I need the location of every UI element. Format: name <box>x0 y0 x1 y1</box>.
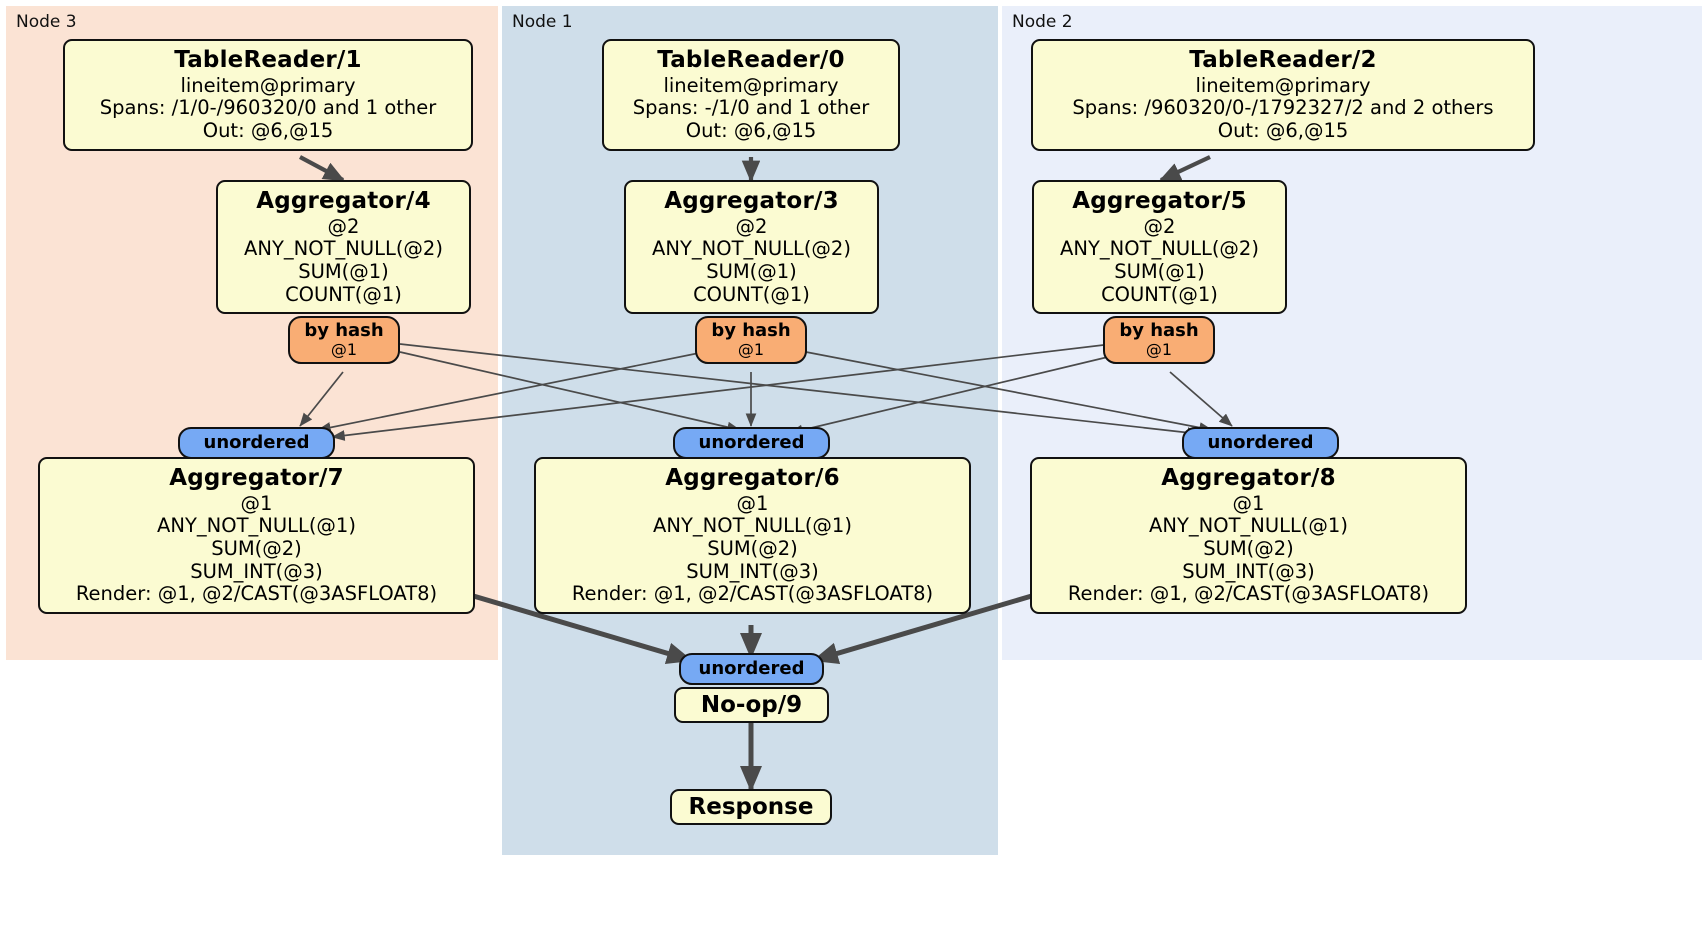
processor-title: TableReader/2 <box>1189 47 1377 73</box>
processor-spans: Spans: /960320/0-/1792327/2 and 2 others <box>1072 96 1494 120</box>
processor-title: TableReader/0 <box>657 47 845 73</box>
processor-render: Render: @1, @2/CAST(@3ASFLOAT8) <box>75 582 438 606</box>
processor-aggregator-4[interactable]: Aggregator/4 @2 ANY_NOT_NULL(@2) SUM(@1)… <box>216 180 471 315</box>
processor-agg-func: ANY_NOT_NULL(@2) <box>652 237 851 261</box>
input-synchronizer-unordered[interactable]: unordered <box>673 427 830 459</box>
processor-title: Aggregator/8 <box>1161 465 1336 491</box>
processor-agg-func: SUM_INT(@3) <box>190 559 323 583</box>
processor-agg-func: SUM_INT(@3) <box>1182 559 1315 583</box>
processor-agg-func: COUNT(@1) <box>1101 282 1218 306</box>
input-synchronizer-unordered[interactable]: unordered <box>178 427 335 459</box>
router-type-label: by hash <box>1119 320 1199 341</box>
processor-aggregator-6[interactable]: Aggregator/6 @1 ANY_NOT_NULL(@1) SUM(@2)… <box>534 457 971 614</box>
processor-title: Response <box>688 794 814 820</box>
synchronizer-label: unordered <box>203 431 310 453</box>
processor-agg-func: SUM(@2) <box>1203 536 1294 560</box>
processor-aggregator-3[interactable]: Aggregator/3 @2 ANY_NOT_NULL(@2) SUM(@1)… <box>624 180 879 315</box>
synchronizer-label: unordered <box>698 657 805 679</box>
router-hash-cols: @1 <box>330 339 358 359</box>
processor-aggregator-7[interactable]: Aggregator/7 @1 ANY_NOT_NULL(@1) SUM(@2)… <box>38 457 475 614</box>
processor-out: Out: @6,@15 <box>1217 118 1349 142</box>
processor-title: Aggregator/4 <box>256 188 431 214</box>
processor-agg-func: ANY_NOT_NULL(@2) <box>244 237 443 261</box>
processor-aggregator-5[interactable]: Aggregator/5 @2 ANY_NOT_NULL(@2) SUM(@1)… <box>1032 180 1287 315</box>
processor-agg-func: ANY_NOT_NULL(@2) <box>1060 237 1259 261</box>
processor-table: lineitem@primary <box>663 73 839 97</box>
processor-agg-func: SUM(@2) <box>211 536 302 560</box>
processor-table-reader-1[interactable]: TableReader/1 lineitem@primary Spans: /1… <box>63 39 473 151</box>
processor-agg-func: SUM_INT(@3) <box>686 559 819 583</box>
output-router-by-hash[interactable]: by hash @1 <box>695 316 807 365</box>
processor-aggregator-8[interactable]: Aggregator/8 @1 ANY_NOT_NULL(@1) SUM(@2)… <box>1030 457 1467 614</box>
processor-agg-func: ANY_NOT_NULL(@1) <box>653 514 852 538</box>
processor-table-reader-2[interactable]: TableReader/2 lineitem@primary Spans: /9… <box>1031 39 1535 151</box>
processor-spans: Spans: -/1/0 and 1 other <box>632 96 870 120</box>
processor-title: Aggregator/6 <box>665 465 840 491</box>
processor-title: Aggregator/5 <box>1072 188 1247 214</box>
processor-table: lineitem@primary <box>1195 73 1371 97</box>
processor-title: TableReader/1 <box>174 47 362 73</box>
processor-agg-func: SUM(@2) <box>707 536 798 560</box>
processor-group-cols: @2 <box>1143 214 1176 238</box>
processor-spans: Spans: /1/0-/960320/0 and 1 other <box>99 96 437 120</box>
router-hash-cols: @1 <box>737 339 765 359</box>
synchronizer-label: unordered <box>698 431 805 453</box>
output-router-by-hash[interactable]: by hash @1 <box>1103 316 1215 365</box>
processor-render: Render: @1, @2/CAST(@3ASFLOAT8) <box>1067 582 1430 606</box>
processor-table-reader-0[interactable]: TableReader/0 lineitem@primary Spans: -/… <box>602 39 900 151</box>
node-panel-label: Node 2 <box>1012 12 1073 32</box>
processor-group-cols: @1 <box>240 491 273 515</box>
processor-group-cols: @1 <box>1232 491 1265 515</box>
node-panel-label: Node 1 <box>512 12 573 32</box>
processor-group-cols: @2 <box>735 214 768 238</box>
router-type-label: by hash <box>711 320 791 341</box>
processor-agg-func: ANY_NOT_NULL(@1) <box>157 514 356 538</box>
processor-agg-func: SUM(@1) <box>706 259 797 283</box>
processor-title: No-op/9 <box>700 692 803 718</box>
processor-no-op-9[interactable]: No-op/9 <box>674 687 829 723</box>
processor-out: Out: @6,@15 <box>685 118 817 142</box>
processor-agg-func: ANY_NOT_NULL(@1) <box>1149 514 1348 538</box>
synchronizer-label: unordered <box>1207 431 1314 453</box>
router-hash-cols: @1 <box>1145 339 1173 359</box>
processor-table: lineitem@primary <box>180 73 356 97</box>
processor-agg-func: COUNT(@1) <box>285 282 402 306</box>
processor-out: Out: @6,@15 <box>202 118 334 142</box>
processor-group-cols: @2 <box>327 214 360 238</box>
processor-agg-func: SUM(@1) <box>298 259 389 283</box>
final-input-synchronizer-unordered[interactable]: unordered <box>679 653 824 685</box>
processor-group-cols: @1 <box>736 491 769 515</box>
input-synchronizer-unordered[interactable]: unordered <box>1182 427 1339 459</box>
processor-render: Render: @1, @2/CAST(@3ASFLOAT8) <box>571 582 934 606</box>
processor-title: Aggregator/3 <box>664 188 839 214</box>
processor-response[interactable]: Response <box>670 789 832 825</box>
processor-title: Aggregator/7 <box>169 465 344 491</box>
router-type-label: by hash <box>304 320 384 341</box>
output-router-by-hash[interactable]: by hash @1 <box>288 316 400 365</box>
processor-agg-func: SUM(@1) <box>1114 259 1205 283</box>
node-panel-label: Node 3 <box>16 12 77 32</box>
processor-agg-func: COUNT(@1) <box>693 282 810 306</box>
